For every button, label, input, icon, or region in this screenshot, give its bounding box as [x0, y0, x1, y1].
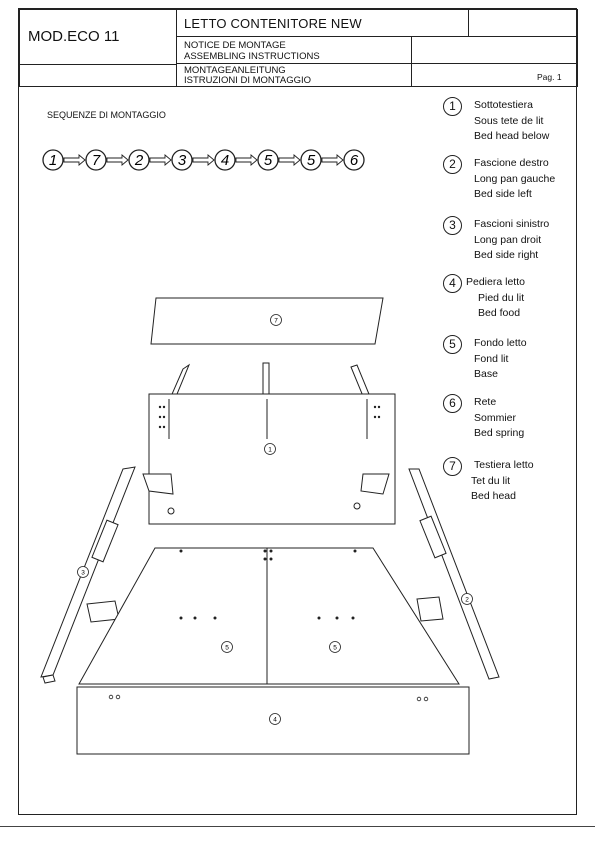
sequence-step-circle — [42, 149, 64, 171]
sequence-step-number: 7 — [92, 152, 101, 169]
sequence-step-circle — [85, 149, 107, 171]
assembly-sequence: 1 7 2 3 4 5 5 6 — [42, 149, 365, 171]
sequence-step-circle — [214, 149, 236, 171]
sequence-arrow-icon — [321, 154, 344, 166]
legend-number-badge: 1 — [443, 97, 462, 116]
sequence-arrow-icon — [278, 154, 301, 166]
legend-number-badge: 3 — [443, 216, 462, 235]
page-bottom-rule — [0, 826, 595, 827]
model-lower-cell — [19, 64, 177, 87]
head-below-panel — [148, 393, 396, 525]
legend-text-line: Bed head below — [474, 130, 550, 142]
legend-number-badge: 4 — [443, 274, 462, 293]
sequence-step-circle — [343, 149, 365, 171]
title-block: MOD.ECO 11 LETTO CONTENITORE NEW NOTICE … — [19, 9, 578, 87]
legend-text-line: Long pan gauche — [474, 172, 556, 185]
legend-number-badge: 6 — [443, 394, 462, 413]
legend-text-line: Bed side right — [474, 249, 539, 261]
page-cell — [411, 63, 578, 87]
sequence-step-number: 5 — [264, 152, 273, 169]
model-label: MOD.ECO 11 — [28, 28, 120, 45]
headboard-panel — [150, 297, 384, 345]
legend-text-line: Sottotestiera — [474, 99, 533, 111]
part-label-footboard: 4 — [273, 717, 277, 724]
sequence-arrow-icon — [63, 154, 86, 166]
part-label-circle — [264, 443, 276, 455]
legend-text-line: Long pan droit — [474, 233, 542, 246]
legend-number-badge: 7 — [443, 457, 462, 476]
part-label-head-below: 1 — [268, 447, 272, 454]
notice-de: MONTAGEANLEITUNG — [184, 65, 286, 76]
part-label-headboard: 7 — [274, 318, 278, 325]
legend-text-line: Base — [474, 368, 498, 380]
sequence-arrow-icon — [192, 154, 215, 166]
part-label-base-right: 5 — [333, 645, 337, 652]
legend-text-line: Bed food — [478, 307, 521, 319]
legend-number-badge: 5 — [443, 335, 462, 354]
legend-number-badge: 2 — [443, 155, 462, 174]
part-label-side-right-panel: 2 — [465, 597, 469, 604]
legend-text-line: Fascione destro — [474, 157, 549, 169]
legend-text-line: Rete — [474, 396, 497, 408]
notice-en: ASSEMBLING INSTRUCTIONS — [184, 51, 320, 62]
fitting-right-lower — [416, 596, 444, 622]
blank-cell-mid — [411, 36, 578, 64]
legend-text-line: Testiera letto — [474, 459, 534, 471]
part-label-side-left-panel: 3 — [81, 570, 85, 577]
part-label-circle — [221, 641, 233, 653]
corner-fitting-left — [142, 473, 174, 495]
legend-text-line: Bed side left — [474, 188, 532, 200]
legend-text-line: Fondo letto — [474, 337, 527, 349]
sequence-step-number: 1 — [49, 152, 57, 169]
exploded-bed-diagram: 7 1 3 2 5 5 4 — [40, 297, 500, 755]
legend-text-line: Sommier — [474, 411, 517, 424]
sequence-step-circle — [257, 149, 279, 171]
legend-text-line: Fascioni sinistro — [474, 218, 550, 230]
part-label-circle — [77, 566, 89, 578]
sequence-arrow-icon — [106, 154, 129, 166]
part-label-circle — [270, 314, 282, 326]
sequence-step-circle — [128, 149, 150, 171]
legend-text-line: Bed spring — [474, 427, 525, 439]
sequence-step-circle — [171, 149, 193, 171]
part-label-circle — [269, 713, 281, 725]
sequence-step-number: 6 — [350, 152, 359, 169]
notice-fr: NOTICE DE MONTAGE — [184, 40, 286, 51]
part-label-circle — [329, 641, 341, 653]
product-title: LETTO CONTENITORE NEW — [184, 16, 362, 31]
blank-cell-top-right — [468, 9, 578, 37]
sequence-step-number: 2 — [134, 152, 144, 169]
page-frame: MOD.ECO 11 LETTO CONTENITORE NEW NOTICE … — [18, 8, 578, 815]
sequence-step-number: 3 — [178, 152, 187, 169]
base-panels — [78, 547, 460, 685]
notices-bottom-line — [176, 63, 412, 64]
legend-text-line: Bed head — [471, 490, 516, 502]
legend-text-line: Fond lit — [474, 352, 509, 365]
sequence-title: SEQUENZE DI MONTAGGIO — [47, 110, 166, 120]
sequence-step-number: 4 — [221, 152, 229, 169]
legend-text-line: Tet du lit — [471, 474, 511, 487]
notice-it: ISTRUZIONI DI MONTAGGIO — [184, 75, 312, 86]
corner-fitting-right — [360, 473, 390, 495]
part-label-base-left: 5 — [225, 645, 229, 652]
sequence-arrow-icon — [235, 154, 258, 166]
fitting-left-lower — [86, 600, 120, 623]
part-label-circle — [461, 593, 473, 605]
legend-text-line: Pediera letto — [466, 276, 525, 288]
legend-text-line: Sous tete de lit — [474, 114, 544, 127]
sequence-step-circle — [300, 149, 322, 171]
legend-text-line: Pied du lit — [478, 291, 525, 304]
sequence-arrow-icon — [149, 154, 172, 166]
sequence-step-number: 5 — [307, 152, 316, 169]
page-number: Pag. 1 — [537, 72, 562, 82]
